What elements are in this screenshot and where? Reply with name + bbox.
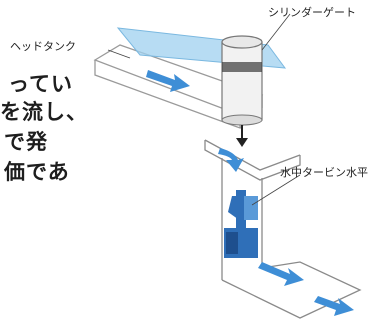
submerged-turbine: [224, 190, 258, 258]
leader-lines: [107, 13, 301, 206]
body-text-line-1: ってい: [8, 72, 73, 96]
label-cylinder-gate: シリンダーゲート: [268, 6, 356, 19]
flow-arrow-icon: [146, 70, 190, 92]
down-arrow-icon: [236, 125, 248, 147]
flow-arrow-icon: [258, 262, 354, 316]
flow-arrow-icon: [218, 148, 244, 172]
label-submerged-turbine: 水中タービン水平: [280, 166, 368, 179]
body-text-line-2: を流し、: [0, 100, 88, 124]
cylinder-gate: [221, 35, 263, 126]
label-head-tank: ヘッドタンク: [10, 40, 76, 53]
body-text-line-3: で発: [4, 130, 48, 154]
body-text-line-4: 価であ: [4, 160, 70, 184]
